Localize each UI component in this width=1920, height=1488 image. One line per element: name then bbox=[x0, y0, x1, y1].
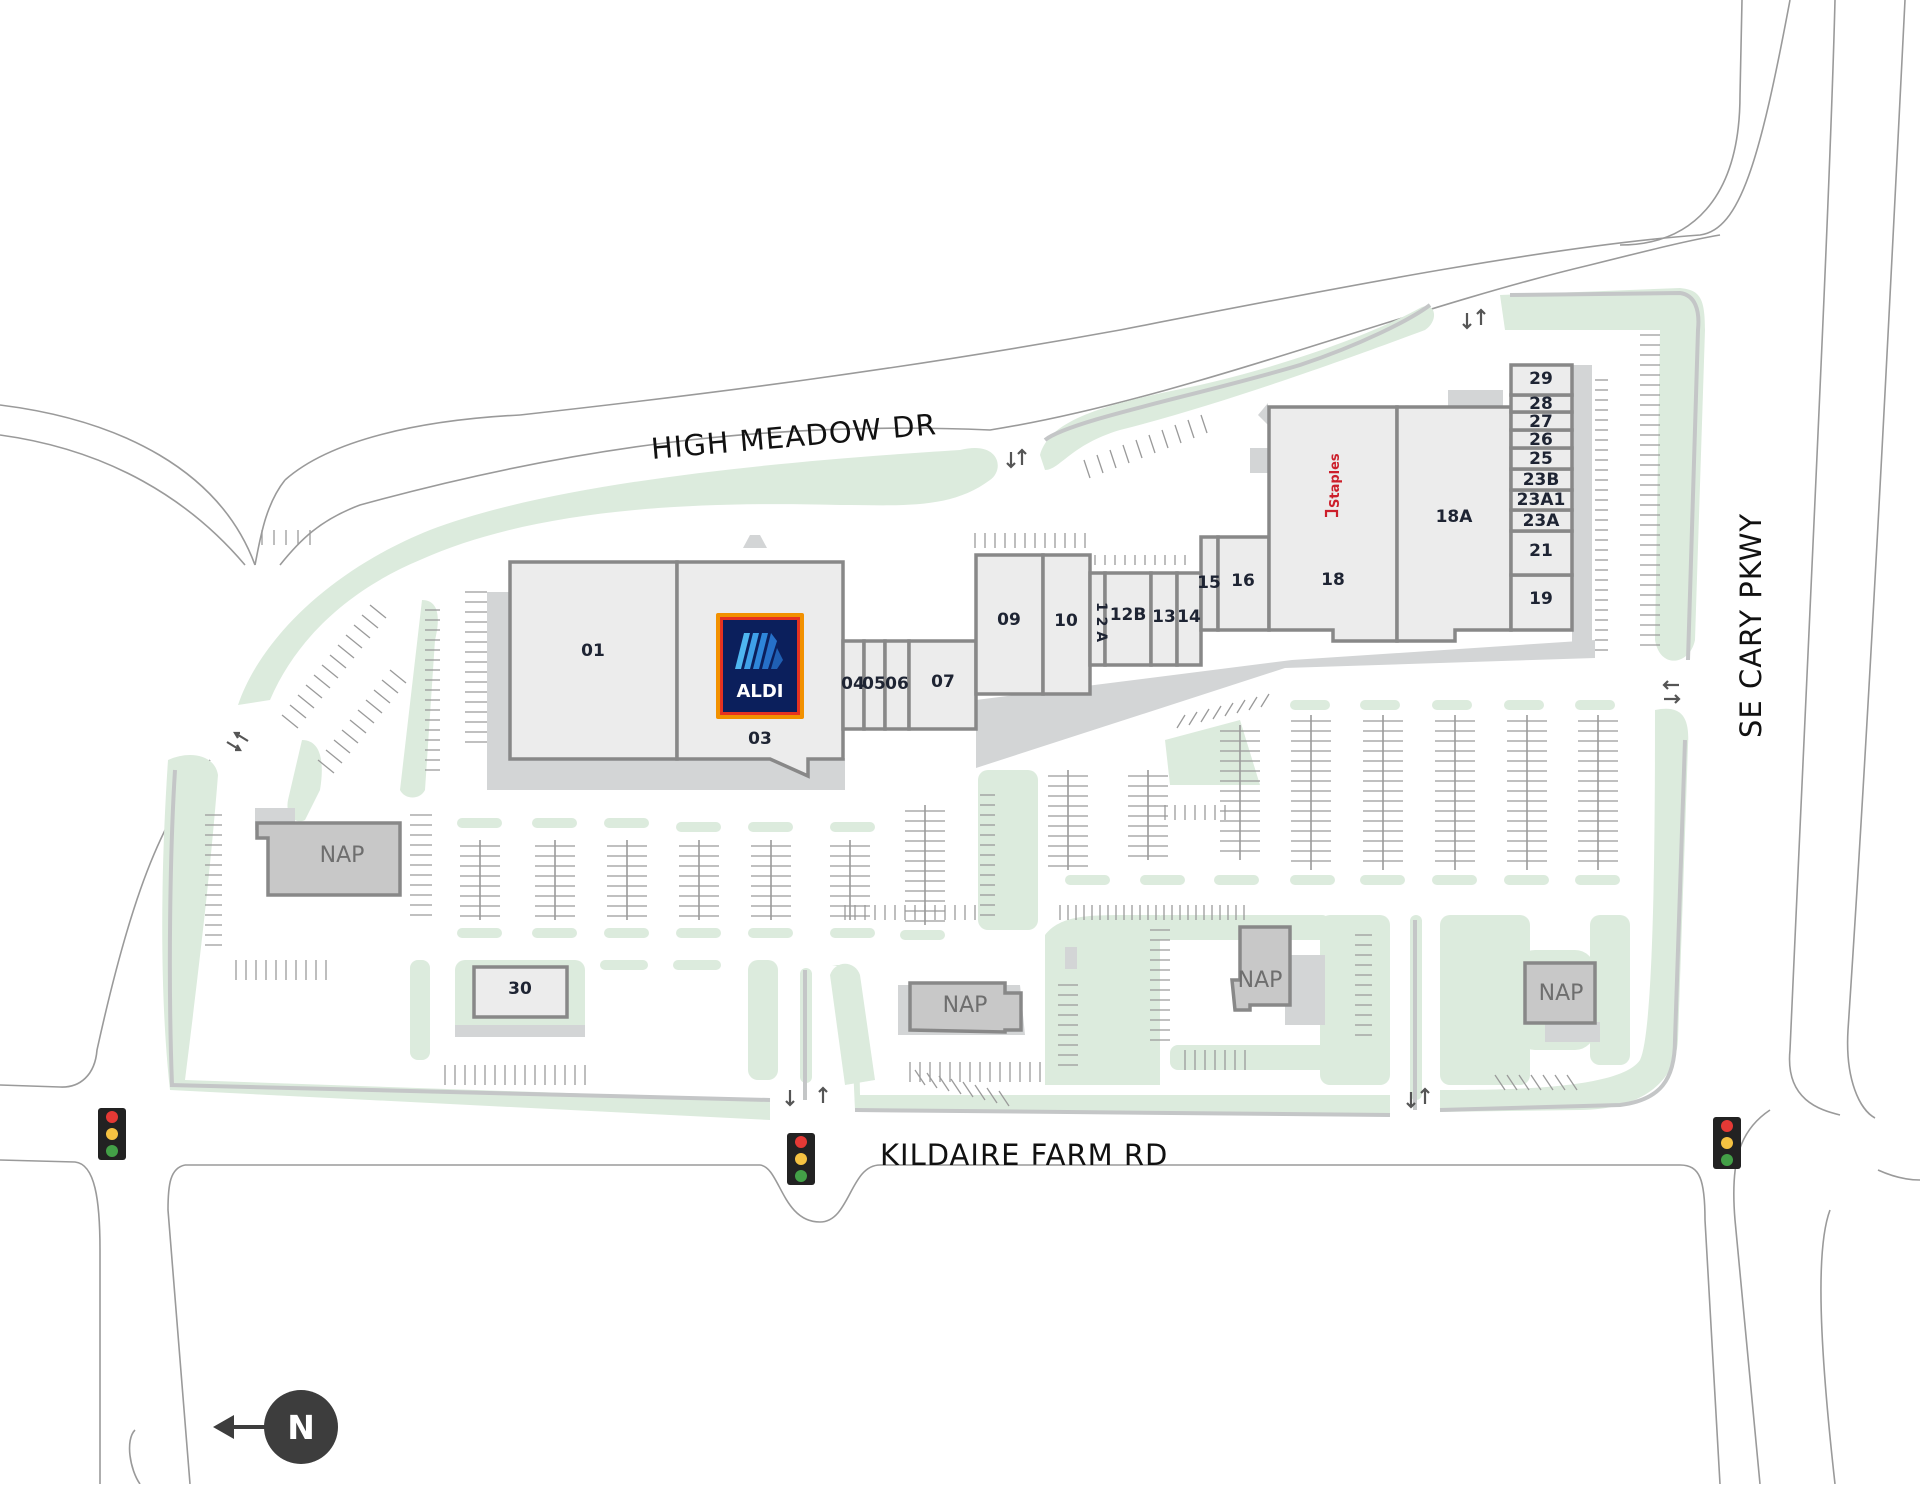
traffic-light-icon bbox=[98, 1108, 126, 1160]
entrance-arrows-icon bbox=[1006, 448, 1027, 469]
nap-parcel-3[interactable] bbox=[1230, 925, 1292, 1012]
unit-16[interactable] bbox=[1216, 535, 1271, 632]
unit-label-12a: 1 2 A bbox=[1093, 602, 1109, 642]
unit-label-14: 14 bbox=[1177, 607, 1201, 627]
unit-label-09: 09 bbox=[997, 610, 1021, 630]
unit-label-23a1: 23A1 bbox=[1517, 490, 1566, 510]
compass-badge bbox=[264, 1390, 338, 1464]
unit-label-30: 30 bbox=[508, 979, 532, 999]
compass-arrowhead-icon bbox=[213, 1415, 234, 1439]
unit-label-23b: 23B bbox=[1523, 470, 1560, 490]
unit-label-06: 06 bbox=[885, 674, 909, 694]
landscape-areas bbox=[162, 288, 1705, 1120]
unit-12b[interactable] bbox=[1103, 571, 1153, 667]
unit-label-19: 19 bbox=[1529, 589, 1553, 609]
unit-label-18a: 18A bbox=[1436, 507, 1474, 527]
unit-label-16: 16 bbox=[1231, 571, 1255, 591]
north-compass: N bbox=[213, 1390, 338, 1464]
nap-parcel-4[interactable] bbox=[1523, 961, 1597, 1025]
unit-29[interactable] bbox=[1509, 363, 1574, 397]
unit-13[interactable] bbox=[1149, 571, 1179, 667]
unit-label-25: 25 bbox=[1529, 449, 1553, 469]
nap-parcel-2[interactable] bbox=[908, 981, 1023, 1034]
unit-01[interactable] bbox=[508, 560, 679, 761]
entrance-arrows-icon bbox=[1406, 1087, 1430, 1109]
staples-wordmark: Staples bbox=[1328, 453, 1343, 508]
curbs bbox=[167, 290, 1701, 1117]
unit-label-23a: 23A bbox=[1523, 511, 1561, 531]
unit-label-03: 03 bbox=[748, 729, 772, 749]
unit-label-15: 15 bbox=[1197, 573, 1221, 593]
aldi-wordmark: ALDI bbox=[736, 681, 783, 702]
aldi-stripes-icon bbox=[735, 633, 783, 669]
entrance-arrows-icon bbox=[1662, 680, 1681, 704]
unit-label-27: 27 bbox=[1529, 412, 1553, 432]
staples-staple-icon bbox=[1324, 509, 1339, 517]
unit-label-07: 07 bbox=[931, 672, 955, 692]
unit-21[interactable] bbox=[1509, 529, 1574, 577]
traffic-lights bbox=[98, 1108, 1741, 1185]
aldi-logo[interactable]: ALDI bbox=[716, 613, 804, 719]
unit-label-01: 01 bbox=[581, 641, 605, 661]
unit-label-12b: 12B bbox=[1110, 605, 1147, 625]
nap-label: NAP bbox=[1539, 981, 1584, 1006]
driveway-direction-arrows bbox=[226, 308, 1681, 1109]
entrance-arrows-icon bbox=[1462, 308, 1486, 330]
unit-labels: 01 03 04 05 06 07 09 10 1 2 A 12B 13 14 … bbox=[320, 369, 1584, 1018]
entrance-arrows-icon bbox=[785, 1086, 828, 1107]
unit-label-13: 13 bbox=[1152, 607, 1176, 627]
unit-30[interactable] bbox=[472, 965, 569, 1019]
unit-06[interactable] bbox=[883, 639, 911, 731]
compass-north-letter: N bbox=[287, 1408, 315, 1447]
nap-label: NAP bbox=[943, 993, 988, 1018]
unit-label-05: 05 bbox=[862, 674, 886, 694]
traffic-light-icon bbox=[787, 1133, 815, 1185]
unit-18[interactable] bbox=[1267, 405, 1399, 643]
traffic-light-icon bbox=[1713, 1117, 1741, 1169]
road-label-se-cary-pkwy: SE CARY PKWY bbox=[1734, 513, 1768, 738]
nap-outparcels bbox=[255, 821, 1597, 1034]
unit-label-04: 04 bbox=[841, 674, 865, 694]
unit-10[interactable] bbox=[1041, 553, 1092, 696]
unit-label-10: 10 bbox=[1054, 611, 1078, 631]
nap-label: NAP bbox=[320, 843, 365, 868]
unit-19[interactable] bbox=[1509, 573, 1574, 632]
unit-label-28: 28 bbox=[1529, 394, 1553, 414]
unit-label-18: 18 bbox=[1321, 570, 1345, 590]
unit-07[interactable] bbox=[907, 639, 978, 731]
nap-label: NAP bbox=[1238, 968, 1283, 993]
parking-stalls bbox=[205, 334, 1660, 1107]
road-label-kildaire-farm-rd: KILDAIRE FARM RD bbox=[880, 1138, 1168, 1172]
entrance-arrows-icon bbox=[226, 731, 249, 752]
unit-14[interactable] bbox=[1175, 571, 1203, 667]
unit-label-29: 29 bbox=[1529, 369, 1553, 389]
unit-label-26: 26 bbox=[1529, 430, 1553, 450]
nap-parcel-1[interactable] bbox=[255, 821, 402, 897]
unit-label-21: 21 bbox=[1529, 541, 1553, 561]
staples-logo[interactable]: Staples bbox=[1324, 453, 1343, 517]
